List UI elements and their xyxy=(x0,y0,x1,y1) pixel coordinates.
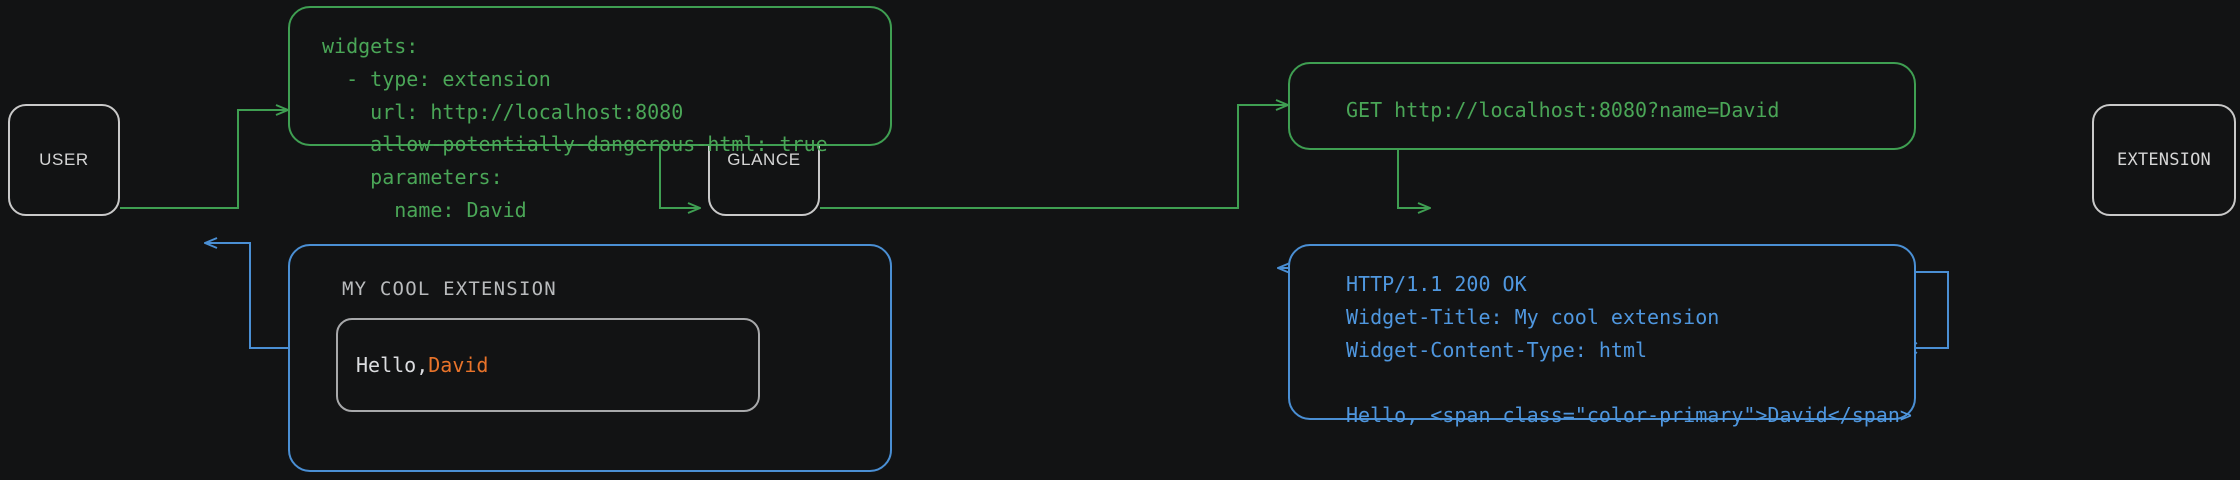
node-glance-label: GLANCE xyxy=(727,150,801,169)
card-config: widgets: - type: extension url: http://l… xyxy=(288,6,892,222)
node-user[interactable]: USER xyxy=(8,104,120,216)
widget-title: MY COOL EXTENSION xyxy=(342,278,557,300)
request-text: GET http://localhost:8080?name=David xyxy=(1346,98,1780,122)
card-widget-preview: MY COOL EXTENSION Hello, David xyxy=(288,244,892,472)
node-extension[interactable]: EXTENSION xyxy=(2092,104,2236,216)
card-request: GET http://localhost:8080?name=David xyxy=(1288,62,1916,150)
widget-name-value: David xyxy=(428,353,489,377)
card-response: HTTP/1.1 200 OK Widget-Title: My cool ex… xyxy=(1288,244,1916,427)
config-yaml-text: widgets: - type: extension url: http://l… xyxy=(322,34,828,222)
widget-greeting-text: Hello, xyxy=(356,353,429,377)
node-extension-label: EXTENSION xyxy=(2117,150,2211,170)
widget-body: Hello, David xyxy=(336,318,760,412)
node-user-label: USER xyxy=(39,150,89,169)
response-text: HTTP/1.1 200 OK Widget-Title: My cool ex… xyxy=(1346,272,1912,428)
